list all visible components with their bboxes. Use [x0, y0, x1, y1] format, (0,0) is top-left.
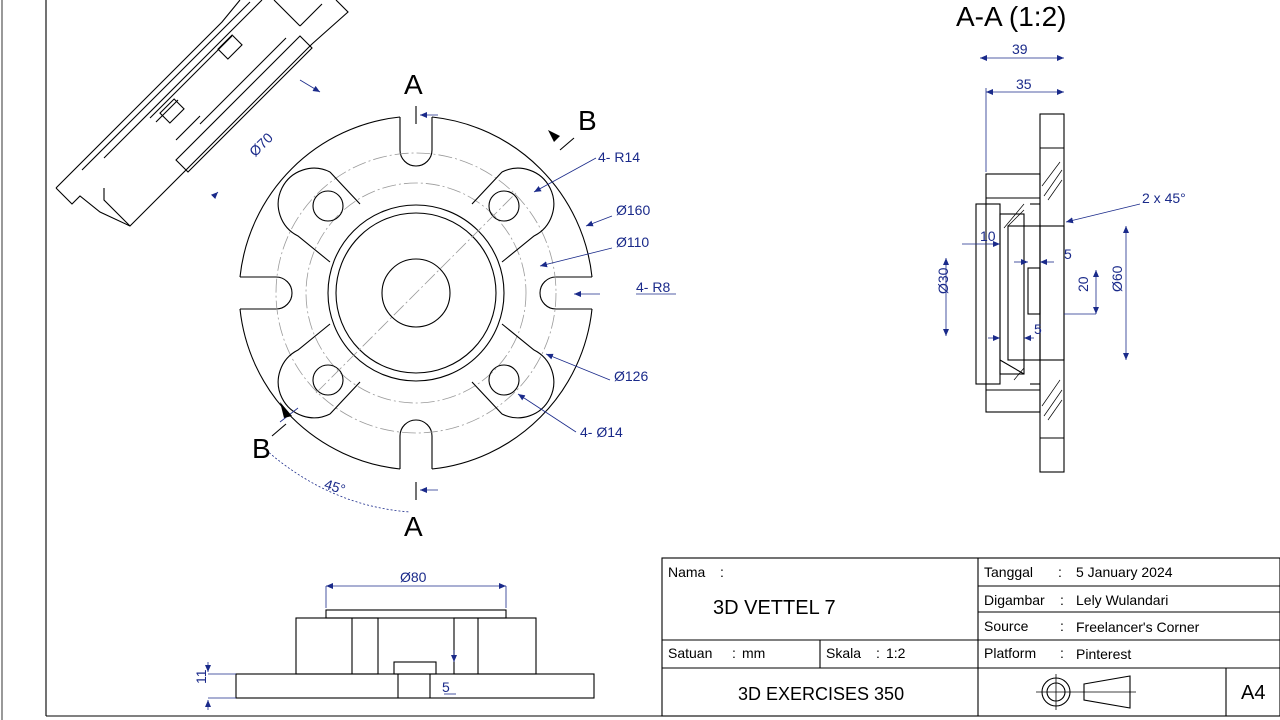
source-colon: : [1060, 618, 1064, 634]
cut-label-b-top: B [578, 105, 597, 136]
dim-d126: Ø126 [614, 368, 648, 384]
platform-label: Platform [984, 645, 1036, 661]
platform-colon: : [1060, 645, 1064, 661]
section-view [943, 55, 1141, 473]
skala-value: 1:2 [886, 645, 906, 661]
cut-label-a-top: A [404, 69, 423, 100]
dim-angle-45: 45° [322, 476, 347, 498]
dim-5-top: 5 [1064, 246, 1072, 262]
section-view-label: A-A (1:2) [956, 1, 1066, 32]
cut-label-b-bottom: B [252, 433, 271, 464]
digambar-label: Digambar [984, 592, 1045, 608]
dim-39: 39 [1012, 41, 1028, 57]
dim-r8: 4- R8 [636, 279, 670, 295]
tanggal-label: Tanggal [984, 564, 1033, 580]
dim-d160: Ø160 [616, 202, 650, 218]
dim-d30: Ø30 [935, 267, 951, 294]
front-view [239, 106, 676, 513]
skala-label: Skala [826, 645, 861, 661]
drawing-name: 3D VETTEL 7 [713, 597, 836, 619]
source-value: Freelancer's Corner [1076, 619, 1200, 635]
cut-label-a-bottom: A [404, 511, 423, 542]
auxiliary-view [55, 0, 349, 227]
dim-d70: Ø70 [246, 129, 276, 159]
dim-d60: Ø60 [1109, 265, 1125, 292]
sheet-size: A4 [1241, 682, 1265, 704]
tanggal-colon: : [1058, 564, 1062, 580]
dim-d80: Ø80 [400, 569, 427, 585]
section-hatching [1003, 161, 1063, 421]
nama-label: Nama [668, 564, 706, 580]
dim-h14: 4- Ø14 [580, 424, 623, 440]
dim-thickness-11: 11 [193, 669, 209, 684]
dim-35: 35 [1016, 76, 1032, 92]
dim-20: 20 [1075, 276, 1091, 292]
satuan-colon: : [732, 645, 736, 661]
dim-5-bottom: 5 [1034, 321, 1042, 337]
title-block [661, 557, 1280, 717]
dim-d110: Ø110 [616, 234, 649, 250]
satuan-value: mm [742, 645, 765, 661]
dim-r14: 4- R14 [598, 149, 640, 165]
platform-value: Pinterest [1076, 646, 1131, 662]
dim-10: 10 [980, 228, 996, 244]
digambar-colon: : [1060, 592, 1064, 608]
skala-colon: : [876, 645, 880, 661]
exercise-title: 3D EXERCISES 350 [738, 684, 904, 704]
dim-step-5: 5 [442, 679, 450, 695]
satuan-label: Satuan [668, 645, 712, 661]
dim-chamfer: 2 x 45° [1142, 190, 1186, 206]
bottom-view [205, 583, 595, 710]
nama-colon: : [720, 564, 724, 580]
source-label: Source [984, 618, 1029, 634]
tanggal-value: 5 January 2024 [1076, 564, 1173, 580]
digambar-value: Lely Wulandari [1076, 592, 1168, 608]
